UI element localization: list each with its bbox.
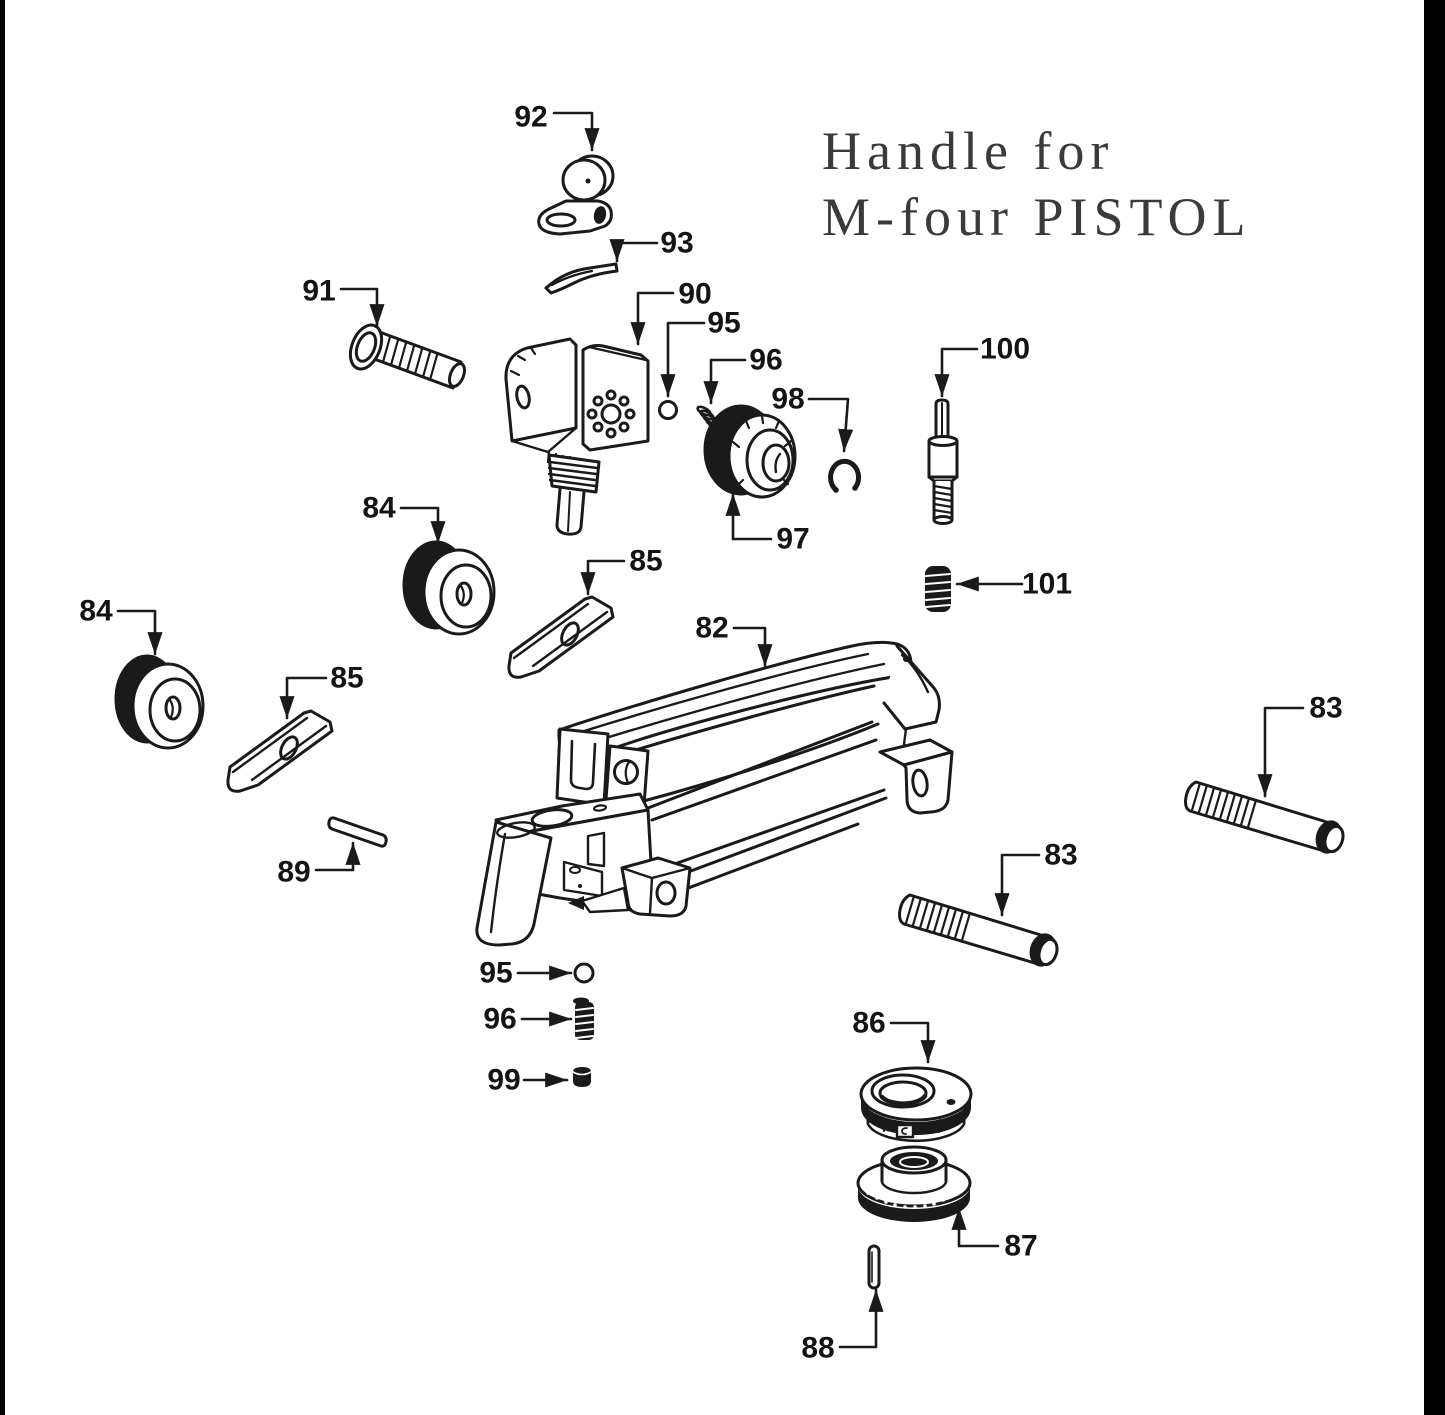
part-91-screw	[348, 323, 467, 390]
part-label-96-19: 96	[483, 1003, 516, 1036]
leader-line-89-17	[314, 841, 361, 872]
part-84-knob-lower	[114, 654, 205, 750]
part-label-82-14: 82	[695, 612, 728, 645]
part-label-90-3: 90	[678, 278, 711, 311]
part-label-97-8: 97	[776, 523, 809, 556]
leader-line-88-23	[838, 1288, 884, 1349]
part-label-93-1: 93	[660, 227, 693, 260]
part-88-pin	[867, 1244, 881, 1290]
part-83-screw-lower	[898, 893, 1059, 967]
part-99-plug	[572, 1067, 592, 1087]
part-92-sight-aperture	[537, 154, 615, 236]
part-label-98-6: 98	[771, 383, 804, 416]
part-label-101-9: 101	[1022, 568, 1072, 601]
part-82-carry-handle	[475, 640, 954, 947]
leader-line-83-16	[994, 853, 1041, 917]
part-label-96-5: 96	[749, 344, 782, 377]
part-label-85-11: 85	[629, 545, 662, 578]
part-83-screw-right	[1184, 780, 1345, 854]
part-label-91-2: 91	[302, 275, 335, 308]
leader-line-91-2	[339, 287, 385, 328]
leader-line-96-5	[703, 358, 747, 405]
part-label-83-15: 83	[1309, 692, 1342, 725]
part-97-windage-knob	[703, 404, 797, 499]
part-85-clamp-lower	[226, 709, 334, 793]
leader-line-95-4	[660, 321, 706, 398]
diagram-title: Handle for M-four PISTOL	[822, 118, 1252, 250]
right-edge-band	[1424, 0, 1445, 1415]
part-label-83-16: 83	[1044, 839, 1077, 872]
leader-line-84-10	[399, 506, 446, 545]
part-90-sight-base	[504, 337, 650, 536]
leader-line-87-22	[951, 1206, 1000, 1248]
diagram-title-line1: Handle for	[822, 121, 1115, 181]
part-label-87-22: 87	[1004, 1230, 1037, 1263]
part-label-84-10: 84	[362, 492, 396, 525]
leader-line-93-1	[609, 239, 659, 263]
part-label-86-21: 86	[852, 1007, 885, 1040]
leader-line-97-8	[725, 492, 773, 541]
leader-line-100-7	[934, 347, 979, 398]
part-85-clamp-upper	[507, 595, 615, 679]
part-label-88-23: 88	[801, 1332, 834, 1365]
leader-line-85-11	[580, 559, 626, 596]
part-93-spring-clip	[544, 262, 619, 295]
leader-line-82-14	[732, 626, 773, 668]
part-label-85-13: 85	[330, 662, 363, 695]
leader-line-90-3	[630, 291, 675, 346]
part-95-ball-top	[658, 400, 678, 420]
left-edge-band	[0, 0, 5, 1415]
leader-line-85-13	[279, 676, 328, 720]
part-100-elevation-pin	[927, 398, 959, 525]
part-label-95-4: 95	[707, 307, 740, 340]
part-84-knob-upper	[402, 540, 496, 636]
leader-line-92-0	[552, 111, 600, 152]
diagram-title-line2: M-four PISTOL	[822, 187, 1252, 247]
part-label-92-0: 92	[514, 101, 547, 134]
leader-line-86-21	[889, 1021, 936, 1064]
part-89-pin	[327, 816, 388, 848]
part-label-95-18: 95	[479, 957, 512, 990]
leader-line-83-15	[1257, 706, 1305, 798]
part-98-snap-ring	[828, 458, 861, 493]
part-96-spring-lower	[573, 997, 594, 1040]
part-95-ball-lower	[573, 962, 595, 984]
part-87-base-nut	[856, 1145, 972, 1222]
part-label-89-17: 89	[277, 856, 310, 889]
part-101-spring	[925, 566, 951, 612]
part-label-99-20: 99	[487, 1064, 520, 1097]
part-label-100-7: 100	[980, 333, 1030, 366]
leader-line-84-12	[116, 609, 163, 656]
leader-line-98-6	[807, 397, 854, 453]
part-label-84-12: 84	[79, 595, 113, 628]
part-86-adjuster-dial	[859, 1066, 973, 1143]
